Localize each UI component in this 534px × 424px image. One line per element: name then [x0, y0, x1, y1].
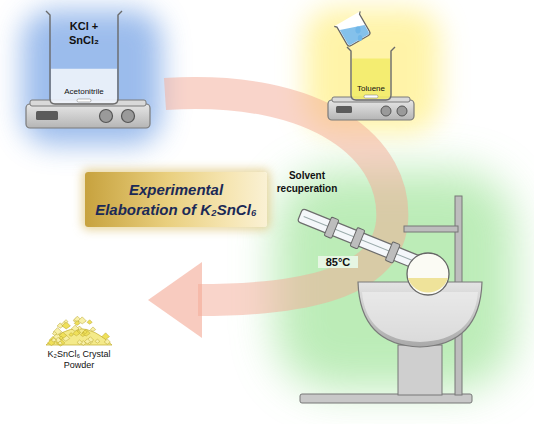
crystal-powder [73, 330, 80, 336]
rotary-evaporator [362, 292, 478, 342]
stirrer-plate [397, 106, 407, 116]
beaker-glass [347, 47, 395, 100]
beaker-outline [345, 44, 397, 102]
rotary-evaporator [296, 206, 422, 272]
rotary-evaporator [297, 209, 421, 270]
stirrer-plate [328, 100, 414, 120]
stirrer-plate [36, 111, 58, 120]
solvent-label: Acetonitrile [64, 87, 104, 96]
stirrer-plate [26, 104, 150, 128]
rotary-evaporator [300, 394, 472, 403]
stirrer-plate [100, 110, 113, 123]
blue-glow [22, 10, 162, 145]
rotary-evaporator [296, 196, 482, 403]
crystal-powder [102, 333, 110, 340]
crystal-powder [84, 339, 90, 344]
blue-glow [22, 10, 162, 145]
process-box: Experimental Elaboration of K₂SnCl₆ [85, 172, 267, 227]
crystal-powder [46, 316, 112, 346]
process-arrow [148, 262, 202, 338]
drops [355, 27, 362, 41]
crystal-powder [59, 336, 63, 340]
crystal-powder [58, 341, 62, 345]
rotary-evaporator [408, 278, 448, 293]
crystal-powder [51, 338, 56, 342]
pouring-beaker [334, 11, 372, 48]
stirrer-plate [122, 110, 135, 123]
crystal-powder [53, 328, 61, 335]
process-note: Solvent recuperation [268, 170, 346, 195]
stir-bar [77, 99, 91, 102]
rotary-evaporator [385, 242, 400, 264]
stir-bar [364, 95, 378, 98]
product-label: K₂SnCl₆ Crystal Powder [40, 349, 118, 371]
rotary-evaporator [350, 227, 365, 249]
crystal-powder [52, 332, 56, 336]
rotary-evaporator [398, 345, 442, 395]
reagent-label: Toluene [357, 84, 385, 93]
crystal-powder [90, 327, 95, 332]
rotary-evaporator [324, 217, 339, 239]
crystal-powder [77, 340, 82, 345]
drops [358, 35, 362, 41]
reagent-label: KCl + SnCl₂ [59, 20, 109, 48]
beaker-glass [46, 11, 122, 104]
crystal-powder [71, 325, 78, 331]
drops [355, 27, 360, 34]
pouring-beaker [334, 11, 372, 48]
box-title: Experimental Elaboration of K₂SnCl₆ [95, 180, 257, 219]
rotary-evaporator [304, 216, 415, 261]
stirrer-plate [381, 106, 391, 116]
crystal-powder [74, 321, 80, 326]
pouring-beaker [340, 18, 370, 46]
crystal-powder [69, 333, 73, 337]
stirrer-plate [336, 106, 352, 113]
crystal-powder [87, 320, 92, 324]
rotary-evaporator [404, 226, 458, 232]
liquid [352, 59, 390, 100]
beaker: Toluene [345, 44, 397, 102]
temperature-label: 85°C [318, 256, 358, 268]
crystal-powder [64, 320, 68, 323]
beaker: KCl + SnCl₂ Acetonitrile [44, 8, 124, 106]
crystal-powder [104, 339, 110, 344]
crystal-powder [83, 330, 87, 334]
rotary-evaporator [407, 253, 449, 295]
liquid [51, 69, 117, 103]
crystal-powder [46, 329, 112, 346]
crystal-powder [95, 339, 100, 343]
crystal-powder [82, 329, 90, 336]
